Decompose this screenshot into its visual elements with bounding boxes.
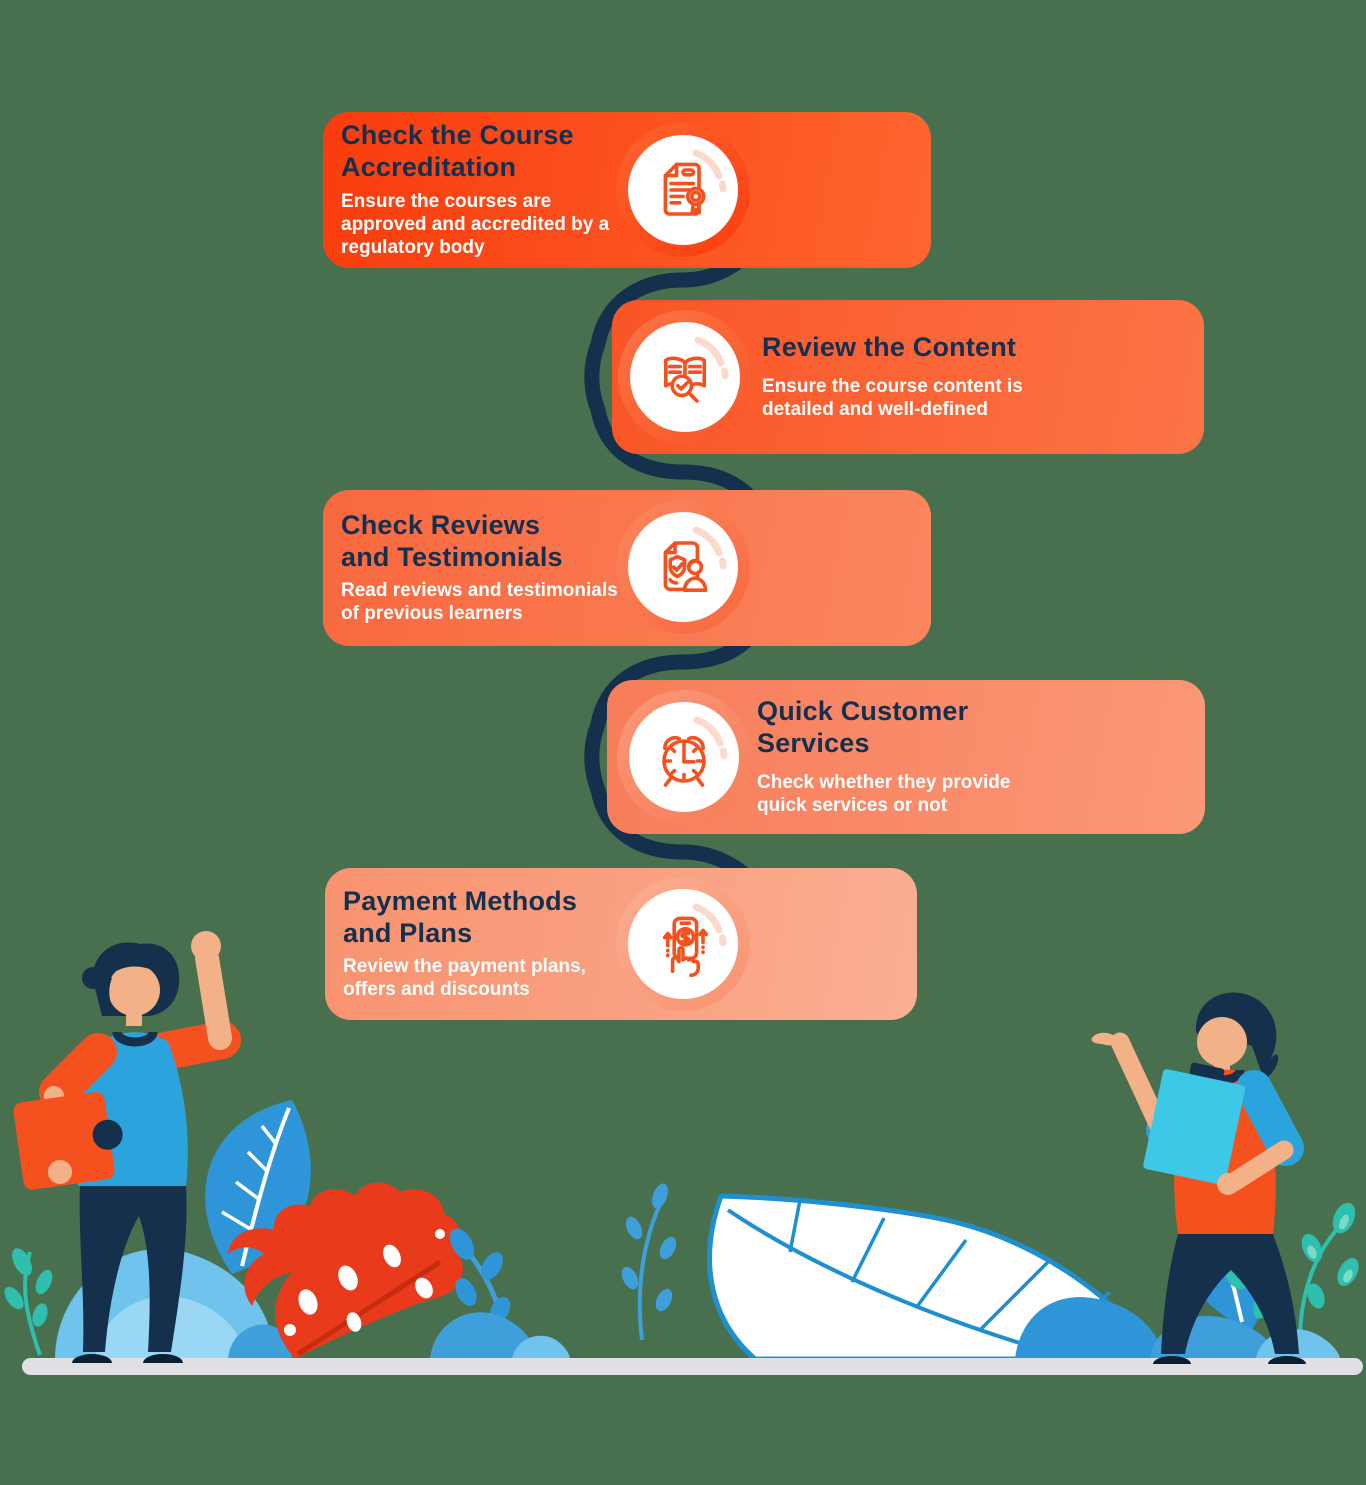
step-title: Check Reviews and Testimonials [341, 509, 563, 572]
step-card-3: Check Reviews and Testimonials Read revi… [323, 490, 931, 646]
step-description: Read reviews and testimonials of previou… [341, 580, 618, 625]
mobile-payment-icon [662, 916, 708, 977]
certificate-icon [663, 162, 706, 216]
testimonial-document-icon [663, 541, 708, 592]
step-description: Review the payment plans, offers and dis… [343, 956, 586, 1001]
center-blue-branch [621, 1183, 677, 1341]
step-title: Check the Course Accreditation [341, 120, 574, 183]
step-description: Check whether they provide quick service… [757, 772, 1011, 817]
icon-circle-5 [616, 877, 750, 1011]
right-person-illustration [1091, 992, 1306, 1364]
step-description: Ensure the courses are approved and accr… [341, 190, 610, 258]
step-title: Review the Content [762, 331, 1017, 362]
disc-highlight [693, 716, 728, 760]
teal-branch-left [4, 1248, 53, 1356]
red-monstera-leaf [228, 1182, 463, 1359]
disc-highlight [692, 149, 727, 193]
disc-highlight [694, 336, 729, 380]
ground-bar [22, 1358, 1363, 1375]
alarm-clock-icon [662, 736, 706, 787]
step-title: Payment Methods and Plans [343, 885, 578, 948]
icon-circle-3 [616, 500, 750, 634]
step-description: Ensure the course content is detailed an… [762, 376, 1023, 421]
icon-circle-4 [617, 690, 751, 824]
disc-highlight [692, 903, 727, 947]
left-person-illustration [13, 931, 241, 1363]
icon-circle-1 [616, 123, 750, 257]
icon-circle-2 [618, 310, 752, 444]
book-search-icon [664, 356, 706, 403]
blue-sprig [430, 1228, 570, 1360]
disc-highlight [692, 526, 727, 570]
step-title: Quick Customer Services [757, 695, 969, 758]
